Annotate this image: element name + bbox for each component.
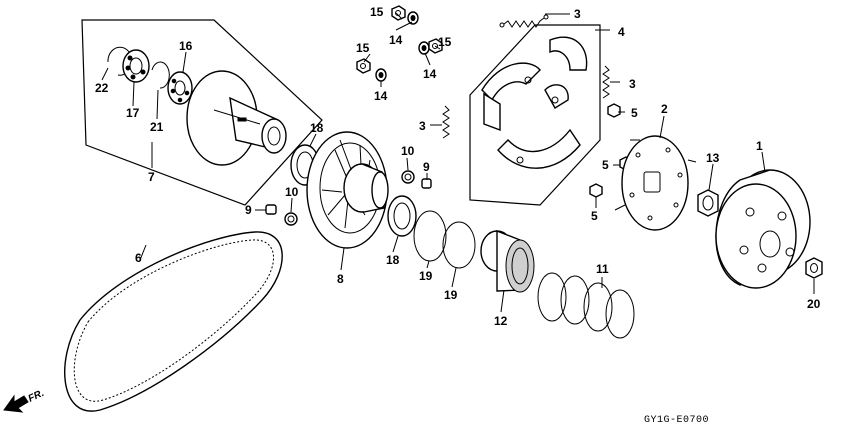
part-10-roller-lower — [284, 212, 298, 226]
label-6: 6 — [135, 251, 142, 265]
label-17: 17 — [126, 106, 140, 120]
label-8: 8 — [337, 272, 344, 286]
label-3-mid: 3 — [419, 119, 426, 133]
label-5-a: 5 — [631, 106, 638, 120]
part-9-pin-upper — [421, 178, 432, 189]
label-10-lower: 10 — [285, 185, 299, 199]
label-9-upper: 9 — [423, 160, 430, 174]
part-3-spring-top — [499, 14, 549, 28]
part-17-bearing — [122, 49, 150, 83]
part-19-o-ring-b — [442, 221, 476, 269]
label-12: 12 — [494, 314, 508, 328]
label-13: 13 — [706, 151, 720, 165]
leader-lines — [101, 12, 815, 313]
label-18-lower: 18 — [386, 253, 400, 267]
frame-driven-face — [81, 19, 323, 206]
part-20-nut — [805, 257, 823, 279]
label-14-right: 14 — [423, 67, 437, 81]
label-9-lower: 9 — [245, 203, 252, 217]
part-21-circlip — [151, 61, 170, 89]
part-6-drive-belt — [64, 231, 283, 412]
label-5-b: 5 — [602, 158, 609, 172]
diagram-code: GY1G-E0700 — [644, 415, 709, 426]
part-4-clutch-shoes — [481, 36, 588, 169]
label-7: 7 — [148, 170, 155, 184]
part-16-bearing — [167, 71, 193, 105]
part-13-nut — [697, 189, 719, 217]
part-18-seal-lower — [387, 195, 417, 237]
label-10-upper: 10 — [401, 144, 415, 158]
label-11: 11 — [596, 262, 609, 276]
label-5-c: 5 — [591, 209, 598, 223]
label-15-top: 15 — [370, 5, 384, 19]
label-1: 1 — [756, 139, 763, 153]
label-3-top: 3 — [574, 7, 581, 21]
label-3-right: 3 — [629, 77, 636, 91]
front-direction-arrow — [3, 394, 29, 413]
part-15-nut-left — [356, 58, 371, 74]
part-15-nut-top — [391, 5, 406, 21]
part-14-washer-left — [375, 68, 387, 82]
part-5-nut-c — [589, 183, 603, 198]
label-15-left: 15 — [356, 41, 370, 55]
part-8-drive-plate — [306, 131, 389, 249]
part-14-washer-top — [407, 11, 419, 25]
label-18-upper: 18 — [310, 121, 324, 135]
label-14-top: 14 — [389, 33, 403, 47]
label-19-b: 19 — [444, 288, 458, 302]
label-21: 21 — [150, 120, 164, 134]
label-14-left: 14 — [374, 89, 388, 103]
part-5-nut-a — [607, 103, 621, 118]
label-16: 16 — [179, 39, 193, 53]
part-12-collar — [480, 229, 535, 293]
part-3-spring-right — [602, 65, 610, 99]
part-14-washer-right — [418, 41, 430, 55]
label-2: 2 — [661, 102, 668, 116]
part-1-clutch-outer — [715, 169, 811, 289]
part-2-drive-plate — [614, 135, 697, 231]
part-9-pin-lower — [265, 204, 277, 215]
label-15-right: 15 — [438, 35, 452, 49]
label-20: 20 — [807, 297, 821, 311]
front-label: FR. — [27, 388, 46, 405]
label-19-a: 19 — [419, 269, 433, 283]
label-22: 22 — [95, 81, 109, 95]
part-3-spring-mid — [442, 105, 450, 139]
part-11-spring — [537, 272, 635, 339]
part-10-roller-upper — [401, 170, 415, 184]
driven-face — [186, 70, 287, 166]
label-4: 4 — [618, 25, 625, 39]
part-19-o-ring-a — [413, 210, 447, 262]
